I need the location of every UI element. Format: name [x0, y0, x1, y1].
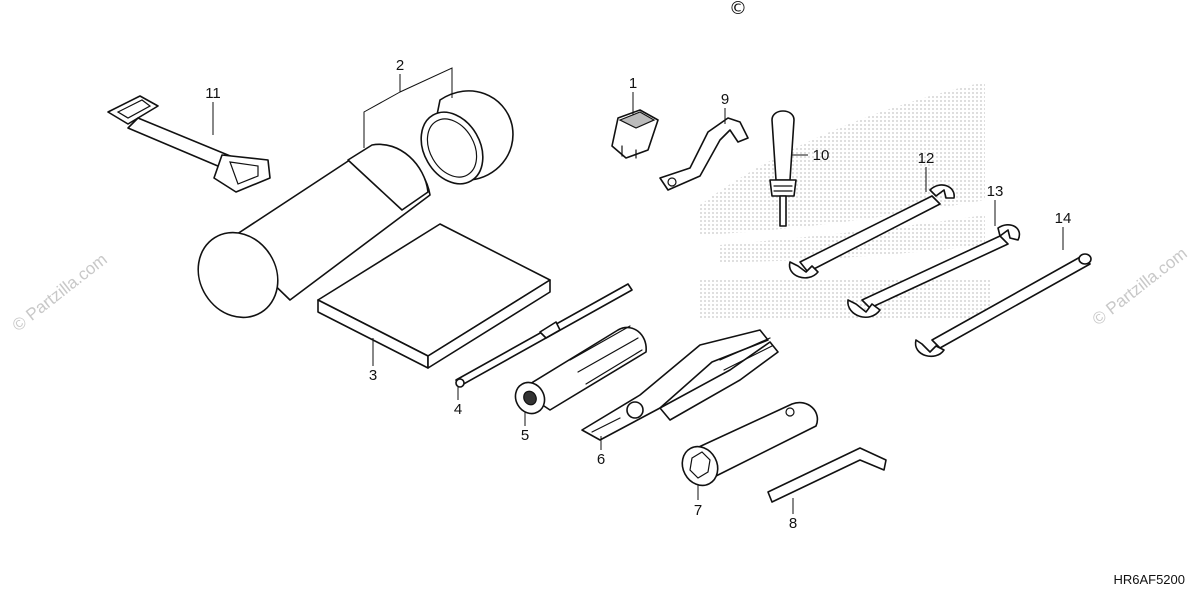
part-14-long-wrench	[914, 253, 1092, 358]
part-11-strap	[107, 95, 271, 193]
callout-5: 5	[521, 427, 529, 444]
part-9-bracket	[659, 117, 749, 191]
callout-2: 2	[396, 57, 404, 74]
watermark-group: © Partzilla.com © Partzilla.com © Partzi…	[9, 240, 1191, 336]
part-4-screwdriver	[455, 283, 633, 388]
part-5-screwdriver-handle	[514, 325, 647, 415]
callout-7: 7	[694, 502, 702, 519]
callout-12: 12	[918, 150, 935, 167]
part-1-fuse	[611, 109, 659, 159]
callout-10: 10	[813, 147, 830, 164]
callouts: 1 2 3 4 5 6 7 8 9 10 11 12 13 14	[205, 57, 1071, 532]
callout-1: 1	[629, 75, 637, 92]
part-10-plug-wrench	[769, 110, 797, 227]
callout-3: 3	[369, 367, 377, 384]
watermark: © Partzilla.com	[9, 250, 111, 336]
diagram-code: HR6AF5200	[1113, 572, 1185, 587]
part-12-wrench	[788, 184, 955, 279]
part-8-hex-key	[767, 447, 887, 503]
part-13-wrench	[847, 224, 1021, 319]
watermark: © Partzilla.com	[1089, 244, 1191, 330]
callout-14: 14	[1055, 210, 1072, 227]
callout-8: 8	[789, 515, 797, 532]
copyright-mark: ©	[729, 0, 747, 19]
callout-6: 6	[597, 451, 605, 468]
callout-11: 11	[205, 85, 221, 102]
callout-9: 9	[721, 91, 729, 108]
callout-4: 4	[454, 401, 462, 418]
part-3-owners-manual	[317, 223, 551, 369]
part-7-box-spanner	[681, 401, 819, 487]
callout-13: 13	[987, 183, 1004, 200]
part-6-pliers	[581, 329, 779, 441]
part-2-tool-case	[197, 90, 514, 319]
honda-wing-logo	[700, 82, 990, 318]
